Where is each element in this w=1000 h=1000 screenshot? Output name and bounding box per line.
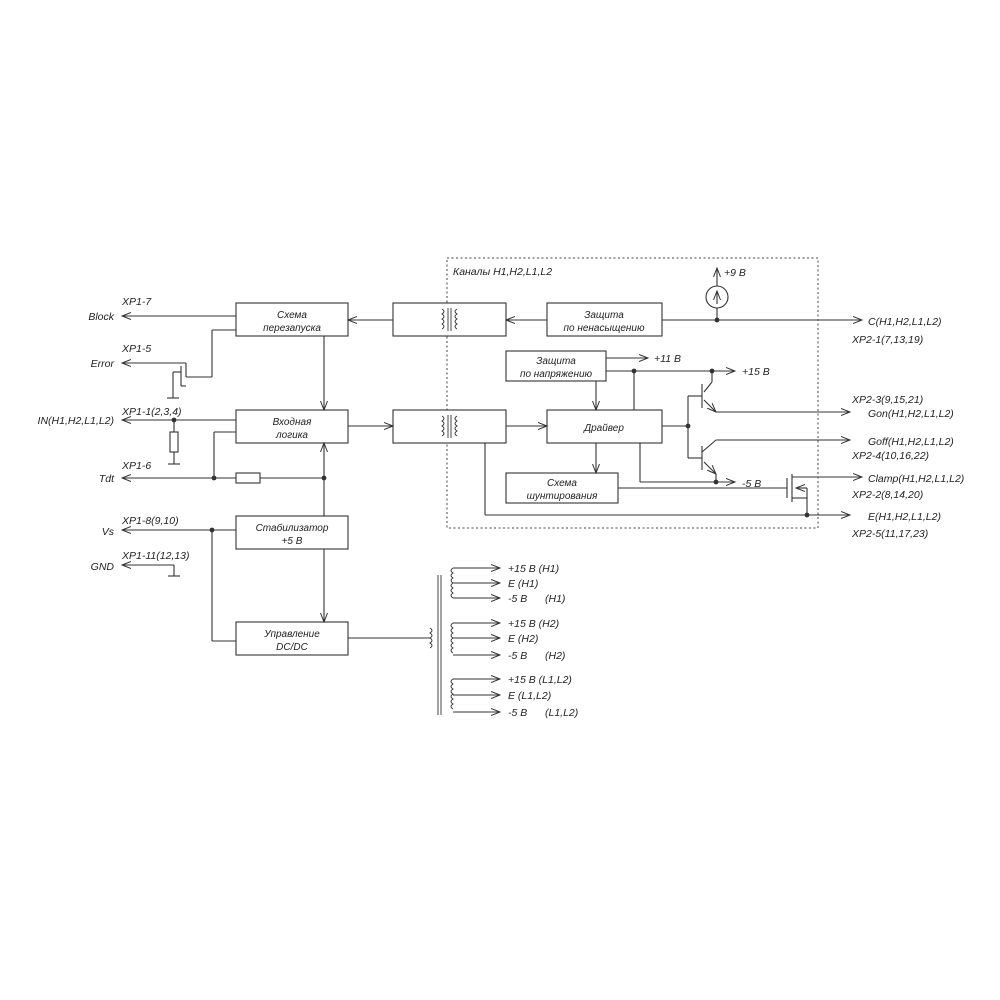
svg-text:E (H1): E (H1) <box>508 578 538 590</box>
svg-text:Gon(H1,H2,L1,L2): Gon(H1,H2,L1,L2) <box>868 408 954 420</box>
tdt-signal: XP1-6 Tdt <box>99 431 327 485</box>
input-logic-block: Входная логика <box>235 409 349 444</box>
svg-text:+11 В: +11 В <box>654 353 681 365</box>
svg-text:E (L1,L2): E (L1,L2) <box>508 690 551 702</box>
svg-text:IN(H1,H2,L1,L2): IN(H1,H2,L1,L2) <box>38 415 114 427</box>
svg-text:Схема: Схема <box>277 310 307 321</box>
restart-block: Схема перезапуска <box>235 302 349 337</box>
svg-text:Block: Block <box>88 311 114 323</box>
svg-text:+15 В (H1): +15 В (H1) <box>508 563 559 575</box>
shunt-circuit-block: Схема шунтирования <box>505 472 619 504</box>
output-stage: +15 В XP2-3(9,15,21) Gon(H1,H2,L1,L2) Go… <box>606 366 954 490</box>
internal-wiring <box>324 320 850 622</box>
svg-text:по ненасыщению: по ненасыщению <box>564 323 645 334</box>
svg-text:Error: Error <box>91 358 115 370</box>
vs-signal: XP1-8(9,10) Vs <box>102 515 236 642</box>
channels-region <box>446 257 819 529</box>
voltage-protection-block: Защита по напряжению <box>505 350 607 382</box>
gnd-signal: XP1-11(12,13) GND <box>91 550 190 577</box>
isolation-block-mid <box>392 409 507 444</box>
svg-text:Защита: Защита <box>536 356 576 367</box>
driver-block: Драйвер <box>546 409 663 444</box>
plus11-rail: +11 В <box>606 353 681 365</box>
svg-text:XP1-6: XP1-6 <box>121 460 151 472</box>
svg-text:Tdt: Tdt <box>99 473 115 485</box>
e-output-labels: E(H1,H2,L1,L2) XP2-5(11,17,23) <box>851 511 941 540</box>
svg-text:Goff(H1,H2,L1,L2): Goff(H1,H2,L1,L2) <box>868 436 954 448</box>
svg-text:DC/DC: DC/DC <box>276 642 308 653</box>
svg-text:-5 В: -5 В <box>508 707 527 719</box>
svg-text:XP2-4(10,16,22): XP2-4(10,16,22) <box>851 450 929 462</box>
svg-text:E(H1,H2,L1,L2): E(H1,H2,L1,L2) <box>868 511 941 523</box>
svg-text:XP1-7: XP1-7 <box>121 296 152 308</box>
svg-text:+9 В: +9 В <box>724 267 746 279</box>
clamp-output: Clamp(H1,H2,L1,L2) XP2-2(8,14,20) <box>618 473 964 515</box>
svg-text:XP1-5: XP1-5 <box>121 343 151 355</box>
svg-text:+15 В (L1,L2): +15 В (L1,L2) <box>508 674 572 686</box>
isolation-block-top <box>392 302 507 337</box>
svg-text:+5 В: +5 В <box>282 536 303 547</box>
svg-text:Входная: Входная <box>273 417 312 428</box>
svg-text:C(H1,H2,L1,L2): C(H1,H2,L1,L2) <box>868 316 942 328</box>
svg-text:XP1-8(9,10): XP1-8(9,10) <box>121 515 179 527</box>
svg-text:(L1,L2): (L1,L2) <box>545 707 578 719</box>
svg-text:+15 В (H2): +15 В (H2) <box>508 618 559 630</box>
svg-text:Clamp(H1,H2,L1,L2): Clamp(H1,H2,L1,L2) <box>868 473 964 485</box>
svg-text:-5 В: -5 В <box>508 593 527 605</box>
svg-text:XP1-11(12,13): XP1-11(12,13) <box>121 550 190 562</box>
svg-text:-5 В: -5 В <box>742 478 761 490</box>
svg-text:XP2-1(7,13,19): XP2-1(7,13,19) <box>851 334 923 346</box>
svg-text:Защита: Защита <box>584 310 624 321</box>
svg-text:перезапуска: перезапуска <box>263 323 321 334</box>
svg-text:GND: GND <box>91 561 115 573</box>
svg-text:Стабилизатор: Стабилизатор <box>256 522 329 534</box>
dcdc-transformer: +15 В (H1) E (H1) -5 В (H1) +15 В (H2) E… <box>348 563 578 719</box>
svg-text:XP1-1(2,3,4): XP1-1(2,3,4) <box>121 406 182 418</box>
svg-text:логика: логика <box>275 430 308 441</box>
svg-text:Vs: Vs <box>102 526 115 538</box>
svg-text:E (H2): E (H2) <box>508 633 538 645</box>
svg-text:Драйвер: Драйвер <box>583 423 624 434</box>
c-output: C(H1,H2,L1,L2) XP2-1(7,13,19) <box>662 316 942 346</box>
svg-text:XP2-5(11,17,23): XP2-5(11,17,23) <box>851 528 928 540</box>
svg-text:XP2-3(9,15,21): XP2-3(9,15,21) <box>851 394 923 406</box>
channels-label: Каналы H1,H2,L1,L2 <box>453 266 552 278</box>
svg-text:Схема: Схема <box>547 478 577 489</box>
block-signal: XP1-7 Block <box>88 296 236 323</box>
svg-text:+15 В: +15 В <box>742 366 770 378</box>
svg-text:по напряжению: по напряжению <box>520 369 593 380</box>
svg-text:Управление: Управление <box>263 629 320 640</box>
stabilizer-block: Стабилизатор +5 В <box>235 515 349 550</box>
svg-text:(H2): (H2) <box>545 650 565 662</box>
svg-text:-5 В: -5 В <box>508 650 527 662</box>
dcdc-control-block: Управление DC/DC <box>235 621 349 656</box>
in-signal: XP1-1(2,3,4) IN(H1,H2,L1,L2) <box>38 406 236 465</box>
svg-text:шунтирования: шунтирования <box>527 491 598 502</box>
error-signal: XP1-5 Error <box>91 329 236 399</box>
desat-protection-block: Защита по ненасыщению <box>546 302 663 337</box>
svg-text:(H1): (H1) <box>545 593 565 605</box>
plus9-supply: +9 В <box>705 267 746 323</box>
svg-text:XP2-2(8,14,20): XP2-2(8,14,20) <box>851 489 923 501</box>
